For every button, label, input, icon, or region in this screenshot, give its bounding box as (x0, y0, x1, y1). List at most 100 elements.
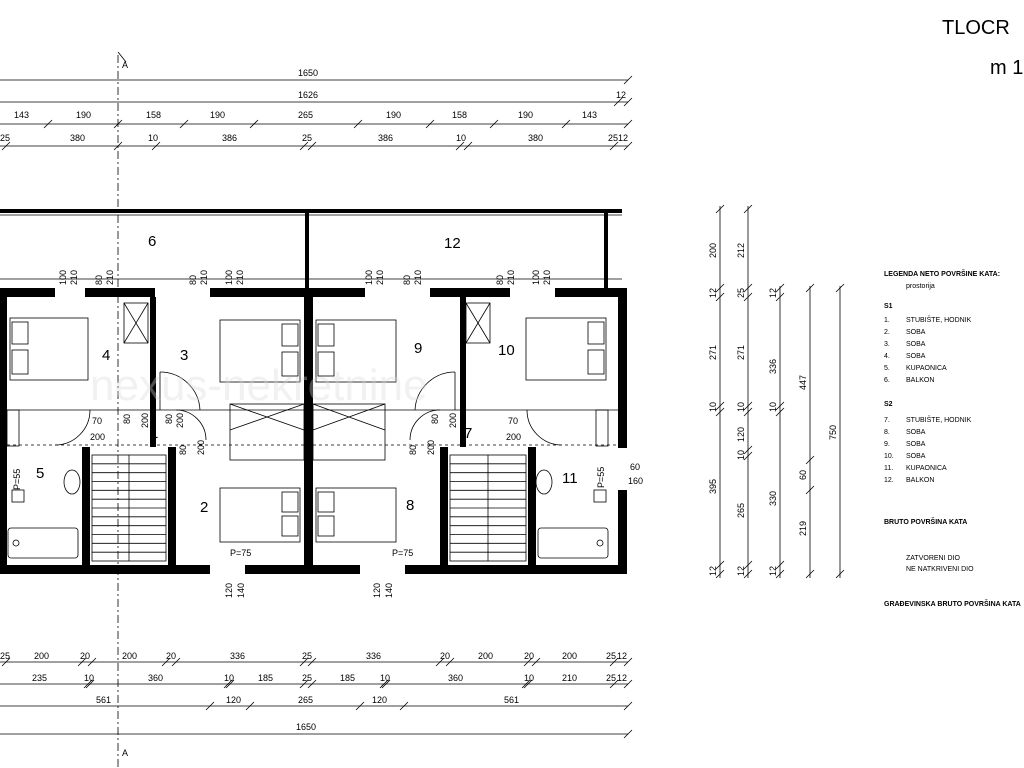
dim-label: 200 (34, 651, 49, 661)
dim-tick (805, 569, 815, 579)
dim-tick (77, 657, 87, 667)
dim-label: 12 (708, 566, 718, 576)
window-parapet: P=55 (12, 469, 22, 490)
dim-label: 20 (524, 651, 534, 661)
legend-item-number: 1. (884, 317, 890, 324)
dim-tick (715, 560, 725, 570)
dim-tick (623, 657, 633, 667)
dim-tick (743, 401, 753, 411)
dim-label: 386 (378, 133, 393, 143)
opening-height: 210 (199, 270, 209, 285)
dim-label: 336 (366, 651, 381, 661)
dim-tick (609, 657, 619, 667)
dim-tick (87, 657, 97, 667)
dim-tick (85, 679, 95, 689)
room-label-3: 3 (180, 347, 188, 364)
dim-tick (445, 657, 455, 667)
dim-tick (805, 455, 815, 465)
dim-side-total: 750 (828, 425, 838, 440)
dim-top-row2-a: 1626 (298, 90, 318, 100)
legend-item-number: 10. (884, 453, 894, 460)
dim-label: 336 (768, 359, 778, 374)
dim-tick (463, 141, 473, 151)
dim-label: 120 (226, 695, 241, 705)
dim-top-row2-b: 12 (616, 90, 626, 100)
dim-tick (743, 569, 753, 579)
dim-label: 200 (478, 651, 493, 661)
dim-label: 12 (736, 566, 746, 576)
dim-label: 200 (122, 651, 137, 661)
legend-gradevinska: GRAĐEVINSKA BRUTO POVRŠINA KATA (884, 599, 1021, 608)
dim-label: 10 (148, 133, 158, 143)
dim-tick (1, 657, 11, 667)
dim-label: 12 (617, 651, 627, 661)
dim-tick (171, 657, 181, 667)
dim-tick (623, 119, 633, 129)
dim-tick (83, 679, 93, 689)
legend-item-number: 2. (884, 329, 890, 336)
dim-tick (249, 119, 259, 129)
dim-tick (307, 679, 317, 689)
legend-item-number: 11. (884, 465, 893, 472)
legend-nenatkriveni: NE NATKRIVENI DIO (906, 566, 974, 573)
dim-tick (435, 657, 445, 667)
legend-item-name: BALKON (906, 377, 934, 384)
dim-tick (835, 569, 845, 579)
dim-side-col3: 12 336 10 330 12 (768, 288, 778, 576)
dim-tick (623, 729, 633, 739)
dim-tick (743, 283, 753, 293)
opening-width: 100 (58, 270, 68, 285)
dim-side-col1: 200 12 271 10 395 12 (708, 243, 718, 576)
dim-tick (43, 119, 53, 129)
staircase-left (91, 454, 167, 562)
legend-item-name: STUBIŠTE, HODNIK (906, 315, 972, 324)
dim-tick (399, 701, 409, 711)
dim-tick (623, 701, 633, 711)
dim-label: 360 (448, 673, 463, 683)
opening-width: 100 (531, 270, 541, 285)
window-height: 140 (384, 583, 394, 598)
dim-label: 190 (210, 110, 225, 120)
dim-label: 25 (0, 133, 10, 143)
room-label-2: 2 (200, 499, 208, 516)
dim-label: 12 (768, 566, 778, 576)
door-width: 70 (92, 416, 102, 426)
dim-label: 265 (736, 503, 746, 518)
dim-tick (489, 119, 499, 129)
dim-label: 561 (96, 695, 111, 705)
legend-item-number: 8. (884, 429, 890, 436)
legend-item-number: 5. (884, 365, 890, 372)
dim-label: 380 (70, 133, 85, 143)
dim-tick (1, 141, 11, 151)
legend-item-number: 7. (884, 417, 890, 424)
window-width: 120 (372, 583, 382, 598)
dim-label: 143 (582, 110, 597, 120)
bathroom-left-fixtures (7, 469, 81, 559)
door-width: 80 (178, 445, 188, 455)
dim-bottom-row1: 25 200 20 200 20 336 25 336 20 200 20 20… (0, 651, 627, 661)
dim-label: 25 (606, 651, 616, 661)
bathroom-right-fixtures (535, 469, 609, 559)
section-mark-bottom: A (122, 748, 128, 758)
bed-room-2 (219, 487, 301, 543)
legend-item-number: 4. (884, 353, 890, 360)
dim-tick (743, 407, 753, 417)
dim-top-row4: 25 380 10 386 25 386 10 380 25 12 (0, 133, 628, 143)
dim-tick (113, 119, 123, 129)
dim-label: 235 (32, 673, 47, 683)
side-dimension-lines (715, 204, 845, 579)
dim-label: 25 (736, 288, 746, 298)
room-label-6: 6 (148, 233, 156, 250)
window-width: 120 (224, 583, 234, 598)
dim-label: 12 (617, 673, 627, 683)
door-width: 70 (508, 416, 518, 426)
dim-label: 380 (528, 133, 543, 143)
dim-bottom-row3: 561 120 265 120 561 (96, 695, 519, 705)
door-height: 200 (175, 413, 185, 428)
room-label-11: 11 (562, 470, 578, 487)
dim-label: 20 (166, 651, 176, 661)
opening-height: 210 (413, 270, 423, 285)
dim-label: 336 (230, 651, 245, 661)
door-height: 200 (426, 440, 436, 455)
dim-label: 330 (768, 491, 778, 506)
